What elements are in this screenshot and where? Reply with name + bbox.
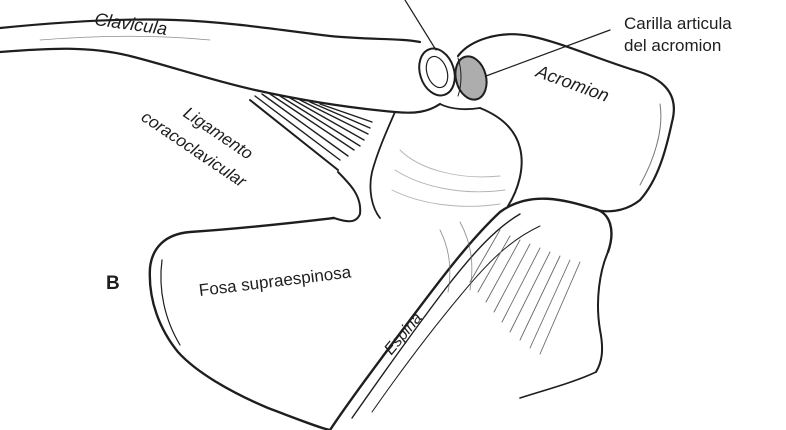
label-panel-b: B	[106, 274, 120, 293]
acromion-process	[458, 34, 674, 211]
label-carilla-line2: del acromion	[624, 37, 721, 54]
leader-lines	[405, 0, 610, 76]
label-carilla-line1: Carilla articula	[624, 15, 732, 32]
scapular-spine	[330, 199, 611, 430]
coracoclavicular-ligament	[250, 94, 372, 170]
scapula-body	[150, 218, 334, 430]
clavicle-bone	[0, 19, 440, 112]
acromioclavicular-joint	[413, 44, 491, 103]
